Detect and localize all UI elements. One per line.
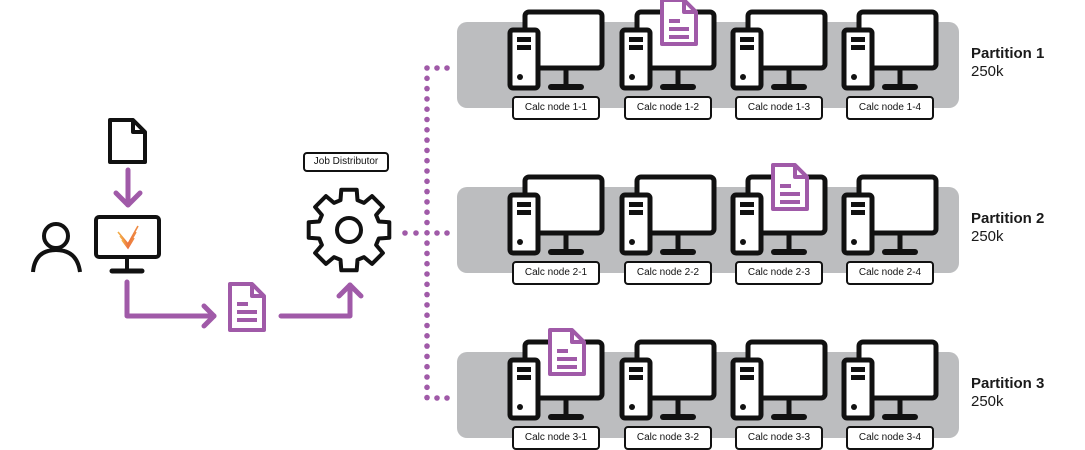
partition-title: Partition 3 <box>971 375 1045 392</box>
partition-capacity: 250k <box>971 228 1004 245</box>
connector-dot <box>424 199 430 205</box>
connector-dot <box>424 127 430 133</box>
calc-node-label[interactable]: Calc node 1-1 <box>512 96 600 120</box>
connector-dot <box>413 230 419 236</box>
connector-dot <box>424 353 430 360</box>
connector-dot <box>424 147 430 154</box>
connector-dot <box>424 333 430 339</box>
connector-dot <box>424 219 430 226</box>
calc-node-label[interactable]: Calc node 3-2 <box>624 426 712 450</box>
partition-title: Partition 1 <box>971 45 1045 62</box>
desktop-computer-icon[interactable] <box>507 9 605 91</box>
connector-dot <box>424 137 430 143</box>
partition-capacity: 250k <box>971 63 1004 80</box>
job-distributor-label: Job Distributor <box>303 152 389 172</box>
desktop-computer-icon[interactable] <box>730 9 828 91</box>
connector-dot <box>424 240 430 246</box>
calc-node-label[interactable]: Calc node 2-1 <box>512 261 600 285</box>
document-icon <box>548 328 586 376</box>
connector-dot <box>444 65 450 71</box>
desktop-computer-icon[interactable] <box>841 339 939 421</box>
file-icon <box>108 118 147 164</box>
connector-dot <box>434 230 440 236</box>
calc-node-label[interactable]: Calc node 3-4 <box>846 426 934 450</box>
desktop-computer-icon[interactable] <box>507 174 605 256</box>
calc-node-label[interactable]: Calc node 3-1 <box>512 426 600 450</box>
distribution-connector <box>402 65 450 401</box>
connector-dot <box>424 260 430 267</box>
partition-title: Partition 2 <box>971 210 1045 227</box>
calc-node-label[interactable]: Calc node 2-2 <box>624 261 712 285</box>
workflow-arrow <box>124 279 217 329</box>
calc-node-label[interactable]: Calc node 1-4 <box>846 96 934 120</box>
connector-dot <box>424 209 430 215</box>
connector-dot <box>402 230 408 236</box>
connector-dot <box>424 291 430 298</box>
calc-node-label[interactable]: Calc node 1-2 <box>624 96 712 120</box>
partition-3-label: Partition 3 250k <box>971 375 1044 411</box>
connector-dot <box>424 96 430 102</box>
document-icon <box>660 0 698 46</box>
connector-dot <box>424 178 430 185</box>
connector-dot <box>424 250 430 257</box>
calc-node-label[interactable]: Calc node 1-3 <box>735 96 823 120</box>
connector-dot <box>424 394 430 401</box>
connector-dot <box>424 271 430 277</box>
connector-dot <box>424 343 430 349</box>
desktop-computer-icon[interactable] <box>730 339 828 421</box>
arrow-down-icon <box>113 167 143 208</box>
connector-dot <box>424 65 430 71</box>
submit-arrow <box>278 282 364 319</box>
connector-dot <box>434 395 440 401</box>
connector-dot <box>424 384 430 391</box>
gear-icon <box>306 187 392 273</box>
connector-dot <box>434 65 440 71</box>
user-icon <box>31 222 82 273</box>
partition-2-label: Partition 2 250k <box>971 210 1044 246</box>
desktop-computer-icon[interactable] <box>619 174 717 256</box>
document-icon <box>771 163 809 211</box>
partition-capacity: 250k <box>971 393 1004 410</box>
connector-dot <box>424 85 430 92</box>
connector-dot <box>424 168 430 174</box>
connector-dot <box>424 157 430 164</box>
connector-dot <box>424 312 430 319</box>
connector-dot <box>444 230 450 236</box>
connector-dot <box>424 116 430 123</box>
connector-dot <box>424 322 430 329</box>
connector-dot <box>424 230 430 236</box>
calc-node-label[interactable]: Calc node 2-3 <box>735 261 823 285</box>
connector-dot <box>424 374 430 380</box>
connector-dot <box>424 188 430 195</box>
connector-dot <box>424 75 430 82</box>
partition-1-label: Partition 1 250k <box>971 45 1044 81</box>
app-logo-icon <box>117 225 139 250</box>
connector-dot <box>424 281 430 288</box>
calc-node-label[interactable]: Calc node 3-3 <box>735 426 823 450</box>
connector-dot <box>444 395 450 401</box>
calc-node-label[interactable]: Calc node 2-4 <box>846 261 934 285</box>
connector-dot <box>424 106 430 112</box>
document-icon <box>228 282 266 332</box>
connector-dot <box>424 363 430 370</box>
desktop-computer-icon[interactable] <box>619 339 717 421</box>
monitor-icon <box>94 215 161 274</box>
desktop-computer-icon[interactable] <box>841 174 939 256</box>
desktop-computer-icon[interactable] <box>841 9 939 91</box>
connector-dot <box>424 302 430 308</box>
